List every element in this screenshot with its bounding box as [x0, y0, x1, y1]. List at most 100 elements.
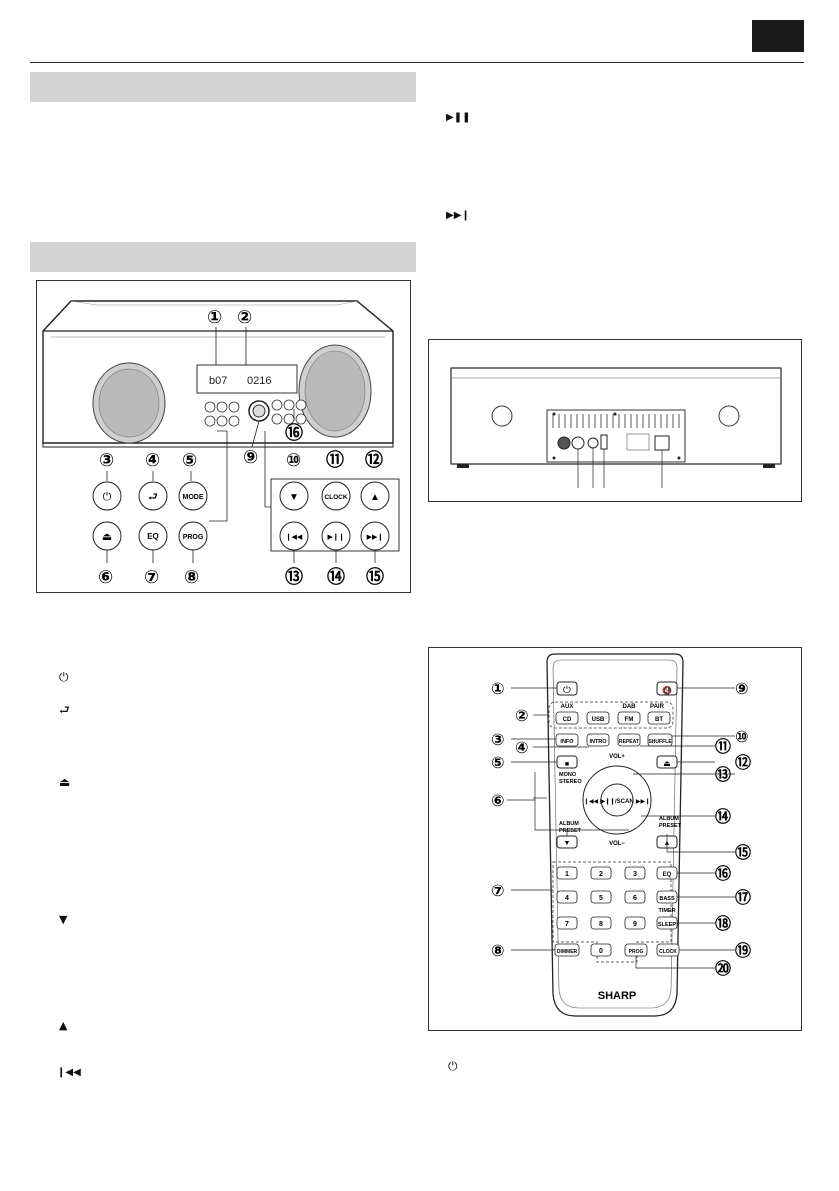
display-right: 0216 — [247, 375, 271, 387]
remote-repeat-button: REPEAT — [619, 739, 639, 745]
callout-4: ④ — [145, 450, 160, 471]
callout-7: ⑦ — [144, 567, 159, 588]
callout-10: ⑩ — [286, 450, 301, 471]
remote-callout-19: ⑲ — [735, 941, 751, 960]
remote-sleep-button: SLEEP — [658, 922, 676, 928]
remote-callout-3: ③ — [491, 730, 505, 749]
label-stereo: STEREO — [559, 779, 582, 785]
remote-prev-button: ❙◀◀ — [584, 798, 599, 805]
remote-bass-button: BASS — [659, 896, 675, 902]
remote-clock-button: CLOCK — [659, 949, 677, 955]
remote-info-button: INFO — [560, 739, 574, 745]
remote-callout-17: ⑰ — [735, 888, 751, 907]
remote-play-scan-button: ▶❙❙/SCAN — [599, 798, 633, 805]
label-album-left: ALBUM — [559, 821, 579, 827]
input-icon: ⮐ — [59, 703, 70, 717]
unit-power-button: ⏻ — [103, 491, 112, 503]
digit-8: 8 — [599, 921, 603, 928]
label-preset-left: PRESET — [559, 828, 582, 834]
remote-power-icon: ⏻ — [448, 1059, 458, 1073]
remote-callout-7: ⑦ — [491, 881, 505, 900]
unit-prog-button: PROG — [183, 534, 204, 541]
callout-9: ⑨ — [243, 447, 258, 468]
remote-control-illustration: ⏻ 🔇 AUX DAB PAIR CD USB FM BT INFO INTRO… — [491, 653, 751, 1017]
remote-control-diagram: ⏻ 🔇 AUX DAB PAIR CD USB FM BT INFO INTRO… — [428, 647, 802, 1031]
callout-3: ③ — [99, 450, 114, 471]
remote-fm-button: FM — [625, 717, 634, 723]
rear-panel-diagram — [428, 339, 802, 502]
remote-callout-8: ⑧ — [491, 941, 505, 960]
remote-callout-2: ② — [515, 706, 529, 725]
header-rule — [30, 62, 804, 63]
remote-shuffle-button: SHUFFLE — [648, 739, 672, 745]
callout-5: ⑤ — [182, 450, 197, 471]
power-icon: ⏻ — [59, 670, 69, 684]
unit-play-button: ▶❙❙ — [327, 533, 344, 541]
digit-6: 6 — [633, 895, 637, 902]
remote-intro-button: INTRO — [589, 739, 607, 745]
remote-callout-15: ⑮ — [735, 843, 751, 862]
label-mono: MONO — [559, 772, 577, 778]
remote-brand-logo: SHARP — [598, 990, 637, 1002]
unit-up-button: ▲ — [370, 492, 380, 503]
down-arrow-icon: ▼ — [59, 913, 68, 926]
up-arrow-icon: ▲ — [59, 1019, 68, 1032]
play-pause-icon: ▶❚❚ — [446, 112, 471, 123]
unit-down-button: ▼ — [289, 492, 299, 503]
section-heading-bar-1 — [30, 72, 416, 102]
callout-12: ⑫ — [365, 449, 383, 471]
unit-prev-button: ❙◀◀ — [286, 533, 303, 541]
remote-eq-button: EQ — [663, 872, 672, 878]
remote-callout-11: ⑪ — [715, 737, 731, 756]
callout-11: ⑪ — [326, 449, 344, 471]
label-dab: DAB — [623, 704, 637, 710]
digit-9: 9 — [633, 921, 637, 928]
digit-7: 7 — [565, 921, 569, 928]
remote-stop-button: ■ — [565, 761, 569, 768]
eject-icon: ⏏ — [59, 775, 71, 789]
remote-callout-18: ⑱ — [715, 914, 731, 933]
digit-0: 0 — [599, 948, 603, 955]
main-unit-illustration: b07 0216 ① ② ③ ④ ⑤ ⑨ ⑩ ⑪ ⑫ ⑯ — [42, 300, 400, 588]
remote-preset-down-button: ▼ — [564, 840, 571, 847]
remote-usb-button: USB — [592, 717, 605, 723]
callout-1: ① — [207, 307, 222, 328]
remote-vol-up: VOL+ — [609, 754, 625, 760]
display-left: b07 — [209, 375, 227, 387]
remote-power-button: ⏻ — [563, 685, 571, 696]
remote-callout-5: ⑤ — [491, 753, 505, 772]
callout-15: ⑮ — [366, 566, 384, 588]
label-album-right: ALBUM — [659, 816, 679, 822]
remote-callout-9: ⑨ — [735, 679, 749, 698]
remote-callout-16: ⑯ — [715, 864, 731, 883]
main-unit-diagram: b07 0216 ① ② ③ ④ ⑤ ⑨ ⑩ ⑪ ⑫ ⑯ — [36, 280, 411, 593]
label-pair: PAIR — [650, 704, 665, 710]
unit-input-button: ⮐ — [148, 491, 158, 503]
remote-callout-13: ⑬ — [715, 765, 731, 784]
remote-next-button: ▶▶❙ — [636, 798, 650, 805]
callout-6: ⑥ — [98, 567, 113, 588]
remote-callout-1: ① — [491, 679, 505, 698]
unit-clock-button: CLOCK — [324, 494, 347, 501]
language-tab — [752, 20, 804, 52]
section-heading-bar-2 — [30, 242, 416, 272]
remote-callout-12: ⑫ — [735, 753, 751, 772]
callout-14: ⑭ — [327, 566, 345, 588]
remote-dimmer-button: DIMMER — [557, 949, 578, 955]
digit-5: 5 — [599, 895, 603, 902]
remote-vol-down: VOL− — [609, 841, 625, 847]
remote-callout-4: ④ — [515, 738, 529, 757]
digit-4: 4 — [565, 895, 569, 902]
unit-next-button: ▶▶❙ — [367, 533, 384, 541]
digit-1: 1 — [565, 871, 569, 878]
unit-eq-button: EQ — [147, 532, 159, 541]
skip-previous-icon: ❙◀◀ — [57, 1067, 81, 1078]
remote-callout-6: ⑥ — [491, 791, 505, 810]
label-timer: TIMER — [658, 908, 675, 914]
label-preset-right: PRESET — [659, 823, 682, 829]
callout-16: ⑯ — [285, 422, 303, 444]
callout-8: ⑧ — [184, 567, 199, 588]
skip-next-icon: ▶▶❙ — [446, 210, 470, 221]
digit-2: 2 — [599, 871, 603, 878]
callout-2: ② — [237, 307, 252, 328]
